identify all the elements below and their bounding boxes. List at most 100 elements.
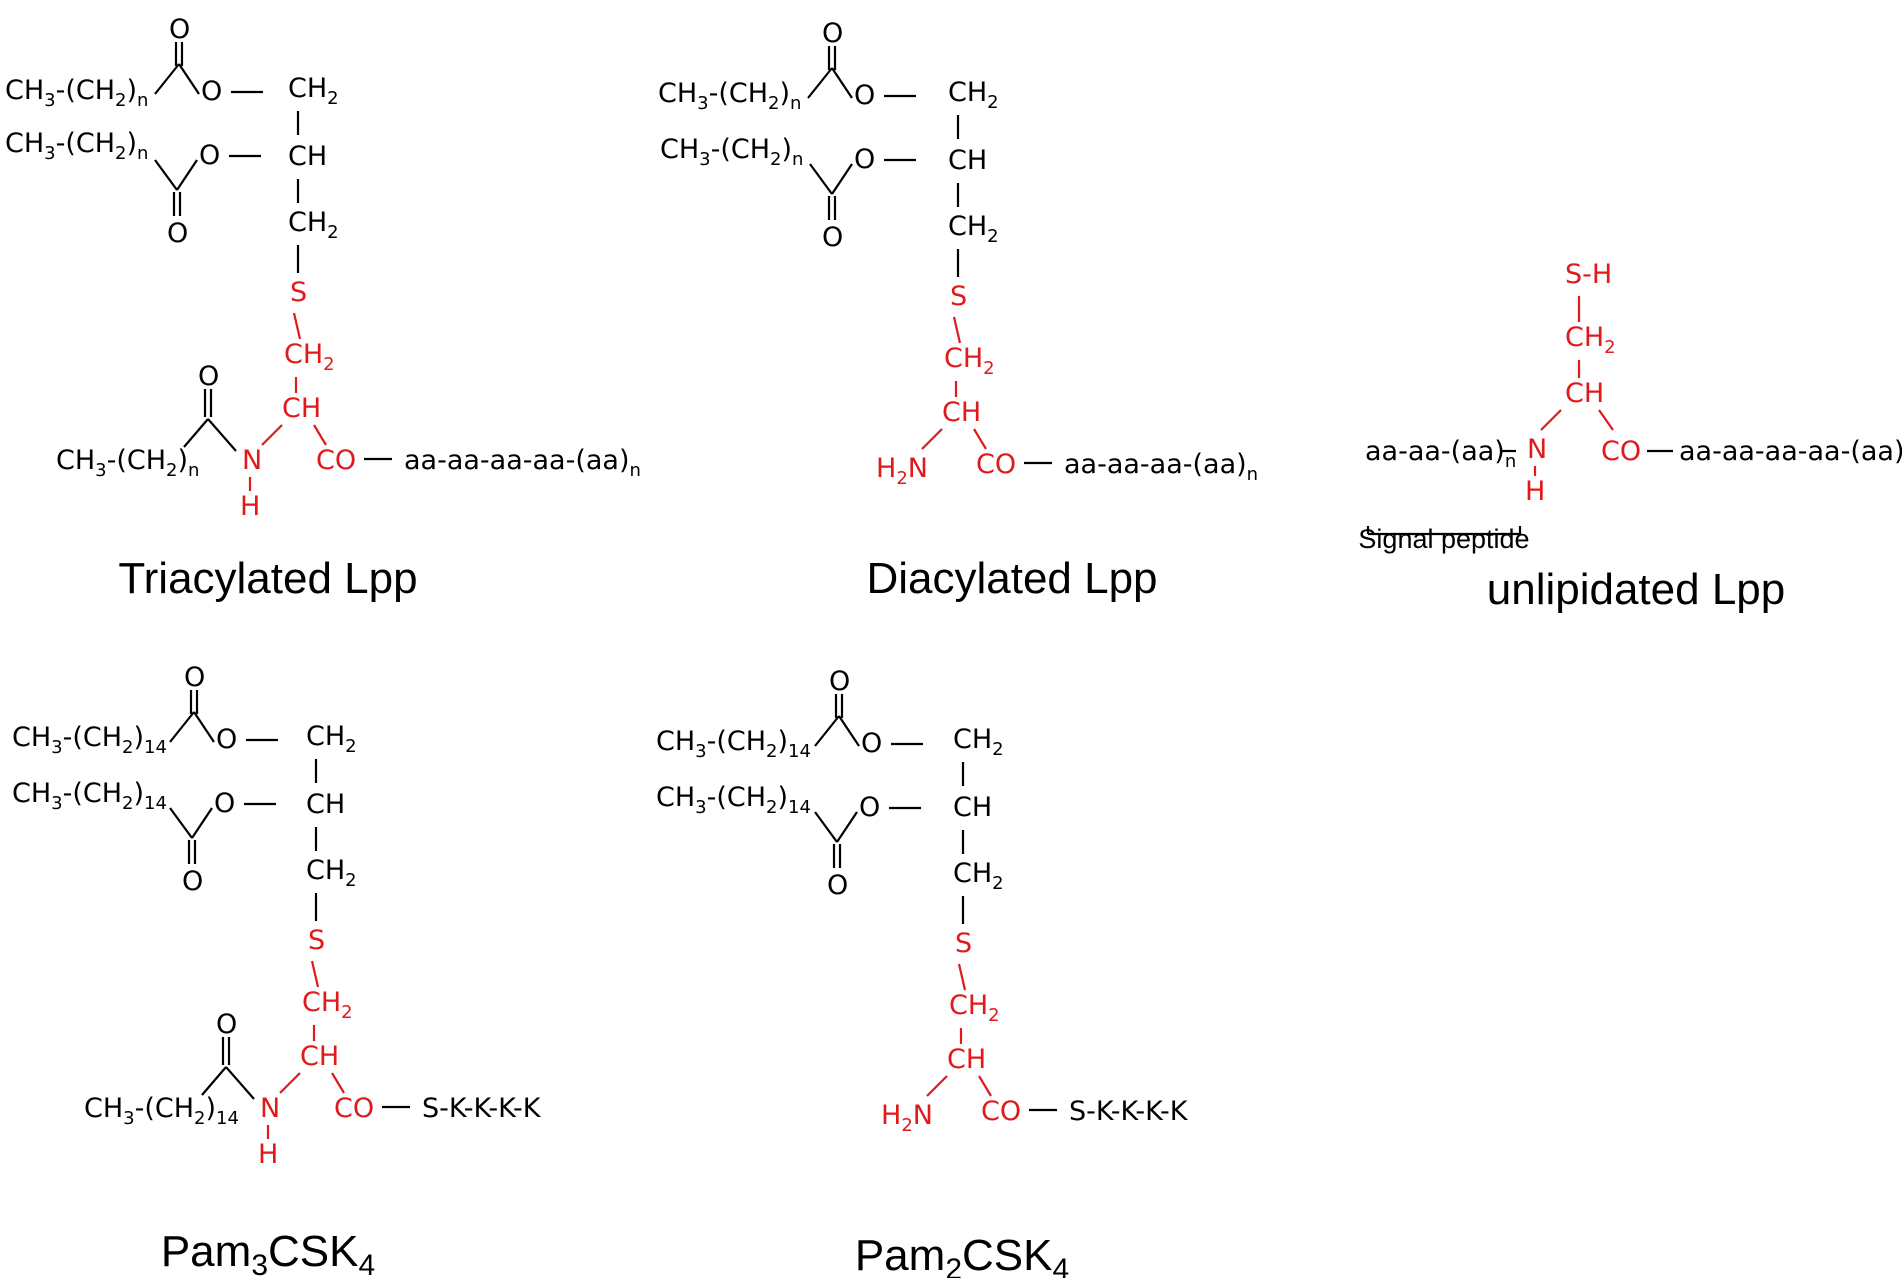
- bond: [978, 1075, 992, 1097]
- carbonyl-co: CO: [334, 1093, 374, 1124]
- carbonyl-oxygen: O: [167, 218, 188, 249]
- fatty-acyl-chain-2: CH3-(CH2)n: [660, 134, 803, 170]
- ester-oxygen: O: [214, 788, 235, 819]
- cysteine-alpha-ch: CH: [1565, 378, 1604, 409]
- bond: [313, 424, 327, 446]
- amino-terminus: H2N: [881, 1100, 933, 1136]
- amide-hydrogen: H: [258, 1139, 278, 1170]
- bond: [1598, 409, 1614, 431]
- glycerol-ch: CH: [953, 792, 992, 823]
- cysteine-alpha-ch: CH: [300, 1041, 339, 1072]
- glycerol-ch: CH: [306, 789, 345, 820]
- carbonyl-oxygen: O: [829, 666, 850, 697]
- bond: [261, 424, 283, 446]
- glycerol-ch2: CH2: [306, 855, 357, 891]
- title-diacylated-lpp: Diacylated Lpp: [866, 554, 1157, 603]
- glycerol-ch2: CH2: [953, 858, 1004, 894]
- ester-oxygen: O: [201, 76, 222, 107]
- acyl-bond: [814, 811, 838, 843]
- carbonyl-oxygen: O: [198, 361, 219, 392]
- glycerol-ch2: CH2: [288, 73, 339, 109]
- bond: [973, 428, 987, 450]
- acyl-bond: [154, 63, 180, 95]
- peptide-chain: aa-aa-aa-(aa)n: [1064, 449, 1258, 485]
- bond: [926, 1075, 948, 1097]
- peptide-chain: aa-aa-aa-aa-(aa)n: [1679, 436, 1902, 472]
- bond: [921, 428, 943, 450]
- acyl-bond: [183, 418, 209, 448]
- thiol: S-H: [1565, 259, 1612, 290]
- acyl-bond: [814, 715, 840, 747]
- fatty-acyl-chain-1: CH3-(CH2)n: [658, 78, 801, 114]
- acyl-bond: [831, 67, 853, 99]
- cysteine-ch2: CH2: [949, 990, 1000, 1026]
- acyl-bond: [169, 807, 193, 839]
- fatty-acyl-chain-2: CH3-(CH2)14: [12, 778, 167, 814]
- acyl-bond: [836, 811, 858, 843]
- carbonyl-oxygen: O: [822, 222, 843, 253]
- carbonyl-co: CO: [976, 449, 1016, 480]
- fatty-acyl-chain-1: CH3-(CH2)n: [5, 75, 148, 111]
- fatty-acyl-chain-2: CH3-(CH2)n: [5, 128, 148, 164]
- cysteine-alpha-ch: CH: [282, 393, 321, 424]
- title-unlipidated-lpp: unlipidated Lpp: [1487, 565, 1785, 614]
- glycerol-ch2: CH2: [953, 724, 1004, 760]
- amino-terminus: H2N: [876, 453, 928, 489]
- carbonyl-oxygen: O: [822, 18, 843, 49]
- title-pam3csk4: Pam3CSK4: [161, 1227, 375, 1278]
- acyl-bond: [225, 1066, 255, 1100]
- cysteine-alpha-ch: CH: [947, 1044, 986, 1075]
- cysteine-alpha-ch: CH: [942, 397, 981, 428]
- sulfur: S: [955, 928, 972, 959]
- acyl-bond: [831, 163, 853, 195]
- bond: [1540, 409, 1562, 431]
- amide-nitrogen: N: [242, 445, 262, 476]
- glycerol-ch2: CH2: [948, 77, 999, 113]
- bond: [292, 312, 302, 340]
- sulfur: S: [950, 281, 967, 312]
- cysteine-ch2: CH2: [1565, 322, 1616, 358]
- amide-nitrogen: N: [260, 1093, 280, 1124]
- bond: [331, 1072, 345, 1094]
- acyl-bond: [838, 715, 860, 747]
- ester-oxygen: O: [854, 80, 875, 111]
- fatty-acyl-chain-1: CH3-(CH2)14: [656, 726, 811, 762]
- peptide-chain: S-K-K-K-K: [422, 1093, 542, 1124]
- glycerol-ch: CH: [948, 145, 987, 176]
- glycerol-ch2: CH2: [306, 721, 357, 757]
- glycerol-ch: CH: [288, 141, 327, 172]
- ester-oxygen: O: [861, 728, 882, 759]
- signal-peptide-label: Signal peptide: [1358, 524, 1529, 554]
- bond: [279, 1072, 301, 1094]
- ester-oxygen: O: [199, 140, 220, 171]
- fatty-acyl-chain-3: CH3-(CH2)14: [84, 1093, 239, 1129]
- cysteine-ch2: CH2: [302, 987, 353, 1023]
- unlipidated-lpp-structure: S-HCH2CHNHCOaa-aa-aa-aa-(aa)naa-aa-(aa)n…: [1358, 259, 1902, 554]
- bond: [310, 960, 320, 988]
- carbonyl-oxygen: O: [216, 1009, 237, 1040]
- acyl-bond: [201, 1066, 227, 1096]
- acyl-bond: [809, 163, 833, 195]
- acyl-bond: [207, 418, 237, 452]
- acyl-bond: [176, 159, 198, 191]
- ester-oxygen: O: [216, 724, 237, 755]
- carbonyl-co: CO: [981, 1096, 1021, 1127]
- sulfur: S: [308, 925, 325, 956]
- acyl-bond: [193, 711, 215, 743]
- carbonyl-oxygen: O: [184, 662, 205, 693]
- fatty-acyl-chain-2: CH3-(CH2)14: [656, 782, 811, 818]
- amide-nitrogen: N: [1527, 434, 1547, 465]
- peptide-chain: aa-aa-aa-aa-(aa)n: [404, 445, 641, 481]
- cysteine-ch2: CH2: [284, 339, 335, 375]
- acyl-bond: [191, 807, 213, 839]
- cysteine-ch2: CH2: [944, 343, 995, 379]
- acyl-bond: [154, 159, 178, 191]
- amide-hydrogen: H: [240, 491, 260, 522]
- glycerol-ch2: CH2: [288, 207, 339, 243]
- acyl-bond: [807, 67, 833, 99]
- ester-oxygen: O: [859, 792, 880, 823]
- acyl-bond: [178, 63, 200, 95]
